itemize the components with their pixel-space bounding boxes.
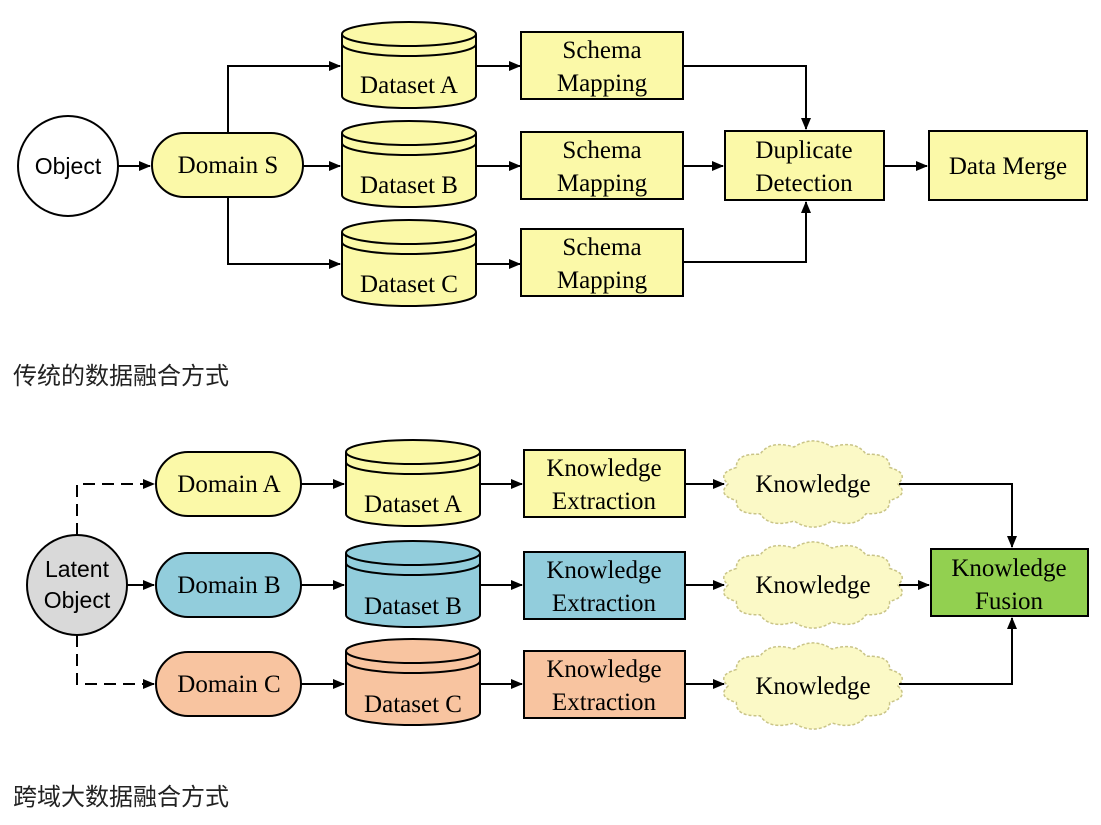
domain-s-label: Domain S xyxy=(178,152,279,179)
data-merge-label: Data Merge xyxy=(949,153,1067,180)
schema-mapping-c-line1: Schema xyxy=(562,234,641,261)
schema-mapping-a-box: Schema Mapping xyxy=(520,31,684,100)
arrow-domain-to-dataset-a xyxy=(227,61,341,133)
extraction-a-line1: Knowledge xyxy=(546,455,661,482)
top-dataset-c-cylinder: Dataset C xyxy=(341,219,477,307)
extraction-b-box: Knowledge Extraction xyxy=(523,551,686,620)
duplicate-detection-line2: Detection xyxy=(755,170,853,197)
top-caption: 传统的数据融合方式 xyxy=(13,362,229,390)
schema-mapping-a-line1: Schema xyxy=(562,37,641,64)
object-label: Object xyxy=(35,153,102,179)
top-dataset-c-label: Dataset C xyxy=(360,271,458,298)
extraction-c-line2: Extraction xyxy=(552,689,657,716)
knowledge-cloud-a-label: Knowledge xyxy=(755,471,870,498)
bottom-dataset-a-cylinder: Dataset A xyxy=(345,439,481,527)
domain-c-node: Domain C xyxy=(155,651,302,717)
domain-c-label: Domain C xyxy=(177,671,280,698)
schema-mapping-c-box: Schema Mapping xyxy=(520,228,684,297)
arrow-mapping-c-to-detection xyxy=(683,201,811,263)
domain-b-node: Domain B xyxy=(155,552,302,618)
arrow-domain-to-dataset-c xyxy=(227,197,341,269)
latent-object-node: Latent Object xyxy=(26,534,128,636)
schema-mapping-b-box: Schema Mapping xyxy=(520,131,684,200)
bottom-dataset-a-label: Dataset A xyxy=(364,491,462,518)
duplicate-detection-line1: Duplicate xyxy=(755,137,852,164)
knowledge-cloud-a: Knowledge xyxy=(723,440,903,528)
arrow-latent-to-domain-a xyxy=(76,479,155,535)
domain-s-node: Domain S xyxy=(151,132,304,198)
knowledge-cloud-b-label: Knowledge xyxy=(755,572,870,599)
arrow-cloud-a-to-fusion xyxy=(899,483,1017,548)
knowledge-cloud-c: Knowledge xyxy=(723,642,903,730)
extraction-b-line2: Extraction xyxy=(552,590,657,617)
arrow-latent-to-domain-c xyxy=(76,635,155,689)
bottom-diagram: Latent Object Domain A Domain B Domain C xyxy=(26,439,1089,730)
schema-mapping-c-line2: Mapping xyxy=(557,267,648,294)
knowledge-fusion-line1: Knowledge xyxy=(951,555,1066,582)
extraction-b-line1: Knowledge xyxy=(546,557,661,584)
domain-b-label: Domain B xyxy=(177,572,280,599)
domain-a-label: Domain A xyxy=(177,471,280,498)
bottom-dataset-c-cylinder: Dataset C xyxy=(345,638,481,726)
schema-mapping-b-line2: Mapping xyxy=(557,170,648,197)
bottom-dataset-b-cylinder: Dataset B xyxy=(345,540,481,628)
extraction-a-box: Knowledge Extraction xyxy=(523,449,686,518)
object-node: Object xyxy=(17,115,119,217)
bottom-caption: 跨域大数据融合方式 xyxy=(13,783,229,811)
data-merge-box: Data Merge xyxy=(928,130,1088,201)
knowledge-fusion-box: Knowledge Fusion xyxy=(930,548,1089,617)
top-dataset-b-label: Dataset B xyxy=(360,172,458,199)
schema-mapping-a-line2: Mapping xyxy=(557,70,648,97)
arrow-mapping-a-to-detection xyxy=(683,65,811,130)
top-dataset-b-cylinder: Dataset B xyxy=(341,120,477,208)
arrow-cloud-c-to-fusion xyxy=(899,617,1017,685)
extraction-c-line1: Knowledge xyxy=(546,656,661,683)
latent-object-line2: Object xyxy=(44,587,111,613)
knowledge-cloud-c-label: Knowledge xyxy=(755,673,870,700)
top-dataset-a-cylinder: Dataset A xyxy=(341,21,477,109)
domain-a-node: Domain A xyxy=(155,451,302,517)
latent-object-line1: Latent xyxy=(45,556,110,582)
top-dataset-a-label: Dataset A xyxy=(360,72,458,99)
extraction-a-line2: Extraction xyxy=(552,488,657,515)
extraction-c-box: Knowledge Extraction xyxy=(523,650,686,719)
bottom-dataset-b-label: Dataset B xyxy=(364,593,462,620)
top-diagram: Object Domain S Dataset A Dataset B xyxy=(17,21,1088,307)
schema-mapping-b-line1: Schema xyxy=(562,137,641,164)
bottom-dataset-c-label: Dataset C xyxy=(364,691,462,718)
duplicate-detection-box: Duplicate Detection xyxy=(724,130,885,201)
knowledge-cloud-b: Knowledge xyxy=(723,541,903,629)
knowledge-fusion-line2: Fusion xyxy=(975,588,1044,615)
